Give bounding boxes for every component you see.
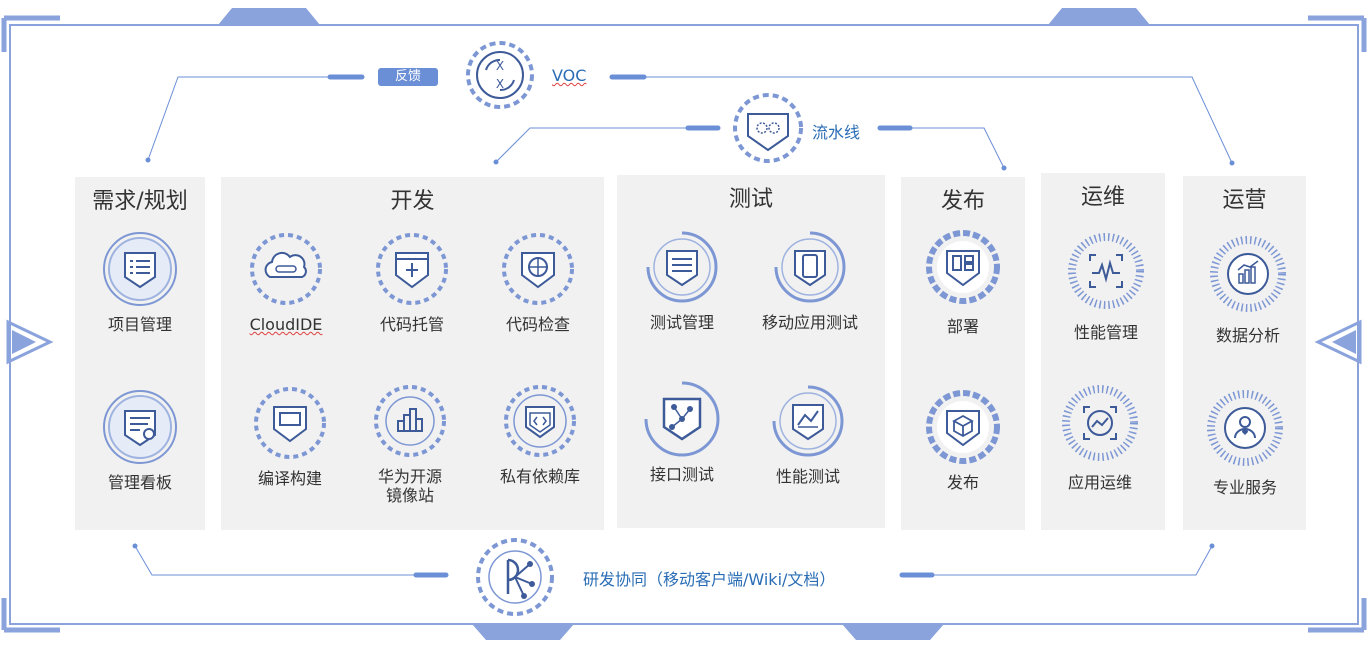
code-badge-icon [504, 385, 576, 457]
item-interface-test[interactable]: 接口测试 [617, 379, 747, 484]
svg-text:X: X [496, 59, 504, 73]
item-label: 部署 [946, 317, 979, 336]
item-management-board[interactable]: 管理看板 [75, 387, 205, 492]
panel-title: 运维 [1080, 185, 1125, 210]
item-project-management[interactable]: 项目管理 [75, 229, 205, 334]
panel-operating: 运营 数据分析 专业服务 [1183, 176, 1306, 530]
mobile-icon [774, 231, 846, 303]
board-icon [103, 390, 177, 464]
item-private-repo[interactable]: 私有依赖库 [475, 381, 605, 486]
item-data-analysis[interactable]: 数据分析 [1183, 234, 1313, 345]
deploy-grid-icon [926, 230, 1000, 304]
panel-release: 发布 部署 发布 [901, 177, 1025, 530]
item-label: 专业服务 [1212, 478, 1277, 497]
item-label: CloudIDE [249, 315, 323, 334]
item-label: 应用运维 [1067, 473, 1132, 492]
item-label: 性能测试 [775, 467, 840, 486]
panel-operations: 运维 性能管理 应用运维 [1041, 173, 1165, 530]
panel-title: 需求/规划 [92, 189, 188, 214]
perf-chart-icon [772, 385, 844, 457]
item-publish[interactable]: 发布 [898, 387, 1028, 492]
item-open-source-mirror[interactable]: 华为开源 镜像站 [345, 381, 475, 505]
cloud-icon [250, 233, 322, 305]
item-compile-build[interactable]: 编译构建 [225, 383, 355, 488]
item-label: 项目管理 [107, 315, 172, 334]
app-ops-icon [1062, 385, 1138, 461]
feedback-tag: 反馈 [378, 68, 438, 86]
voc-icon: X X [462, 40, 538, 114]
pipeline-icon [730, 92, 806, 168]
code-shield-icon [376, 233, 448, 305]
test-list-icon [646, 231, 718, 303]
panel-title: 运营 [1222, 188, 1267, 213]
item-code-hosting[interactable]: 代码托管 [347, 229, 477, 334]
item-performance-management[interactable]: 性能管理 [1041, 231, 1171, 342]
item-mobile-app-test[interactable]: 移动应用测试 [745, 227, 875, 332]
build-window-icon [254, 387, 326, 459]
item-deploy[interactable]: 部署 [898, 227, 1028, 336]
item-label: 管理看板 [107, 473, 172, 492]
mirror-bars-icon [374, 385, 446, 457]
panel-development: 开发 CloudIDE 代码托管 代码检查 编译构 [221, 177, 604, 530]
item-cloudide[interactable]: CloudIDE [221, 229, 351, 334]
panel-testing: 测试 测试管理 移动应用测试 接口测试 [617, 175, 885, 528]
item-label: 性能管理 [1073, 323, 1138, 342]
panel-title: 发布 [940, 189, 985, 214]
item-label: 华为开源 镜像站 [377, 467, 442, 505]
radar-icon [502, 233, 574, 305]
item-professional-service[interactable]: 专业服务 [1180, 388, 1310, 497]
item-app-ops[interactable]: 应用运维 [1035, 383, 1165, 492]
item-label: 私有依赖库 [499, 467, 580, 486]
item-label: 代码托管 [379, 315, 444, 334]
item-label: 数据分析 [1215, 326, 1280, 345]
item-label: 发布 [946, 473, 979, 492]
service-icon [1207, 390, 1283, 466]
item-label: 编译构建 [257, 469, 322, 488]
pipeline-label: 流水线 [812, 123, 861, 142]
item-label: 接口测试 [649, 465, 714, 484]
voc-label: VOC [552, 66, 587, 85]
panel-title: 开发 [390, 189, 435, 214]
item-code-check[interactable]: 代码检查 [473, 229, 603, 334]
item-test-management[interactable]: 测试管理 [617, 227, 747, 332]
list-card-icon [103, 232, 177, 306]
svg-text:X: X [496, 77, 504, 91]
item-label: 移动应用测试 [761, 313, 858, 332]
collab-label: 研发协同（移动客户端/Wiki/文档） [583, 570, 836, 589]
panel-title: 测试 [728, 187, 773, 212]
collab-icon [474, 536, 556, 622]
package-icon [926, 390, 1000, 464]
pulse-monitor-icon [1068, 233, 1144, 309]
item-performance-test[interactable]: 性能测试 [743, 381, 873, 486]
item-label: 测试管理 [649, 313, 714, 332]
interface-nodes-icon [644, 381, 720, 457]
panel-requirements: 需求/规划 项目管理 管理看板 [75, 177, 205, 530]
data-analysis-icon [1210, 236, 1286, 312]
item-label: 代码检查 [505, 315, 570, 334]
